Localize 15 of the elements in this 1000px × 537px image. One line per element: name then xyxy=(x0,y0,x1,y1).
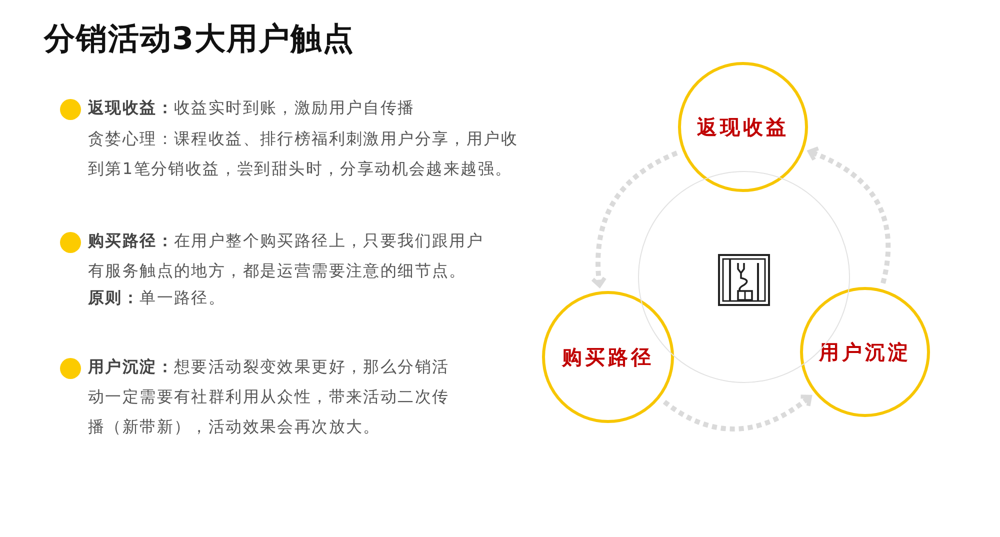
paragraph: 购买路径：在用户整个购买路径上，只要我们跟用户有服务触点的地方，都是运营需要注意的细节点。 xyxy=(88,230,485,282)
curved-arrow xyxy=(808,146,890,284)
curved-arrow xyxy=(662,394,812,432)
paragraph: 原则：单一路径。 xyxy=(88,287,227,309)
circle-label: 用户沉淀 xyxy=(819,338,911,366)
paragraph: 返现收益：收益实时到账，激励用户自传播 xyxy=(88,97,416,119)
ring-circle xyxy=(542,291,674,423)
paragraph: 贪婪心理：课程收益、排行榜福利刺激用户分享，用户收到第1笔分销收益，尝到甜头时，分享动机会越来越强。 xyxy=(88,128,519,180)
ring-circle xyxy=(678,62,808,192)
ring-circle xyxy=(800,287,930,417)
paragraph: 用户沉淀：想要活动裂变效果更好，那么分销活动一定需要有社群利用从众性，带来活动二次传播（新带新），活动效果会再次放大。 xyxy=(88,356,450,438)
circle-label: 购买路径 xyxy=(562,344,654,370)
title: 分销活动3大用户触点 xyxy=(44,20,355,59)
curved-arrow xyxy=(590,150,678,288)
circle-label: 返现收益 xyxy=(697,114,789,140)
